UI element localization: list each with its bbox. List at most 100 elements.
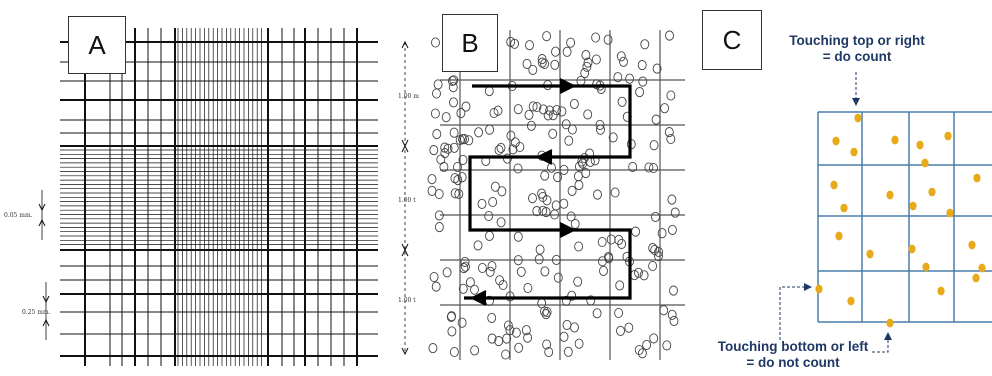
cell-dot <box>908 244 916 254</box>
cell <box>543 110 553 121</box>
cell <box>567 185 577 196</box>
cell-dot <box>909 201 917 211</box>
cell-dot <box>830 180 838 190</box>
cell <box>583 109 593 120</box>
cell <box>502 333 512 344</box>
cell <box>496 217 506 228</box>
cell <box>608 132 618 143</box>
cell <box>664 127 674 138</box>
bottom-note-arrowhead <box>884 332 892 340</box>
cell <box>666 133 676 145</box>
cell <box>591 32 601 43</box>
cell-dot <box>850 147 858 157</box>
counting-path <box>464 84 632 300</box>
cell <box>490 181 500 192</box>
dimension-label: 1.00 m <box>398 93 419 100</box>
cell <box>459 263 469 274</box>
cell <box>454 188 464 199</box>
panel-c-label-text: C <box>722 24 742 55</box>
cell <box>540 58 550 69</box>
cell <box>638 76 648 87</box>
cell <box>474 127 484 138</box>
cell <box>485 230 494 241</box>
cell-dot <box>832 136 840 146</box>
cell <box>614 234 624 245</box>
cell <box>429 145 439 156</box>
cell <box>477 198 487 209</box>
bottom-note-arrow <box>872 338 889 353</box>
cell <box>657 228 667 239</box>
cell <box>487 312 497 323</box>
cell <box>535 244 545 255</box>
cell <box>561 119 571 130</box>
cell <box>593 189 602 200</box>
cell <box>581 50 591 61</box>
cell <box>449 75 459 86</box>
cell <box>446 311 456 322</box>
cell <box>667 224 677 235</box>
cell <box>494 144 504 156</box>
cell-dot <box>972 273 980 283</box>
count-rule-top-line2: = do count <box>822 49 892 64</box>
cell <box>570 322 579 333</box>
dimension-arrow <box>42 295 50 304</box>
cell <box>617 238 627 249</box>
cell <box>548 110 558 121</box>
cell <box>567 290 577 301</box>
cell <box>431 281 441 292</box>
cell <box>484 210 494 222</box>
cell <box>538 104 548 115</box>
cell <box>669 315 679 326</box>
cell <box>434 210 444 221</box>
cell <box>559 331 569 342</box>
cell <box>516 266 526 277</box>
dimension-label: 1.00 t <box>398 197 416 204</box>
cell <box>591 54 601 65</box>
cell <box>485 266 495 277</box>
cell <box>613 72 623 83</box>
cell <box>431 37 440 48</box>
cell <box>669 285 678 296</box>
cell <box>513 163 523 174</box>
cell <box>510 137 520 148</box>
cell <box>548 128 558 139</box>
cell <box>596 83 606 94</box>
cell-dot <box>973 173 981 183</box>
cell <box>592 308 602 319</box>
cell <box>473 240 483 251</box>
cell <box>662 340 672 351</box>
cell <box>649 140 659 151</box>
cell <box>606 234 616 245</box>
cell <box>544 346 554 358</box>
cell <box>461 101 471 112</box>
panel-c-label: C <box>702 10 762 70</box>
cell <box>453 175 463 186</box>
cell <box>505 325 515 336</box>
cell <box>654 251 663 262</box>
cell <box>484 86 494 97</box>
cell <box>433 79 443 90</box>
path-arrow-left <box>469 290 487 306</box>
cell <box>511 327 521 338</box>
cell <box>457 172 467 183</box>
cell <box>449 346 459 358</box>
hemocytometer-grid-drawing: 1.00 m1.00 t1.00 t0.05 mm.0.25 mm. <box>4 28 419 366</box>
cell <box>542 195 552 206</box>
cell <box>470 284 479 295</box>
cell-dot <box>944 131 952 141</box>
cell <box>610 187 620 198</box>
counting-path-drawing <box>427 30 685 360</box>
cell <box>523 282 533 294</box>
cell <box>542 31 552 42</box>
dimension-arrow <box>401 248 409 257</box>
cell-dot <box>835 231 843 241</box>
dimension-arrow <box>401 144 409 153</box>
cell <box>449 142 459 153</box>
cell <box>513 231 523 242</box>
cell <box>635 87 645 98</box>
dimension-arrow <box>42 318 50 327</box>
cell <box>561 295 571 306</box>
cell <box>430 108 440 119</box>
cell <box>460 134 469 145</box>
cell <box>625 73 635 84</box>
